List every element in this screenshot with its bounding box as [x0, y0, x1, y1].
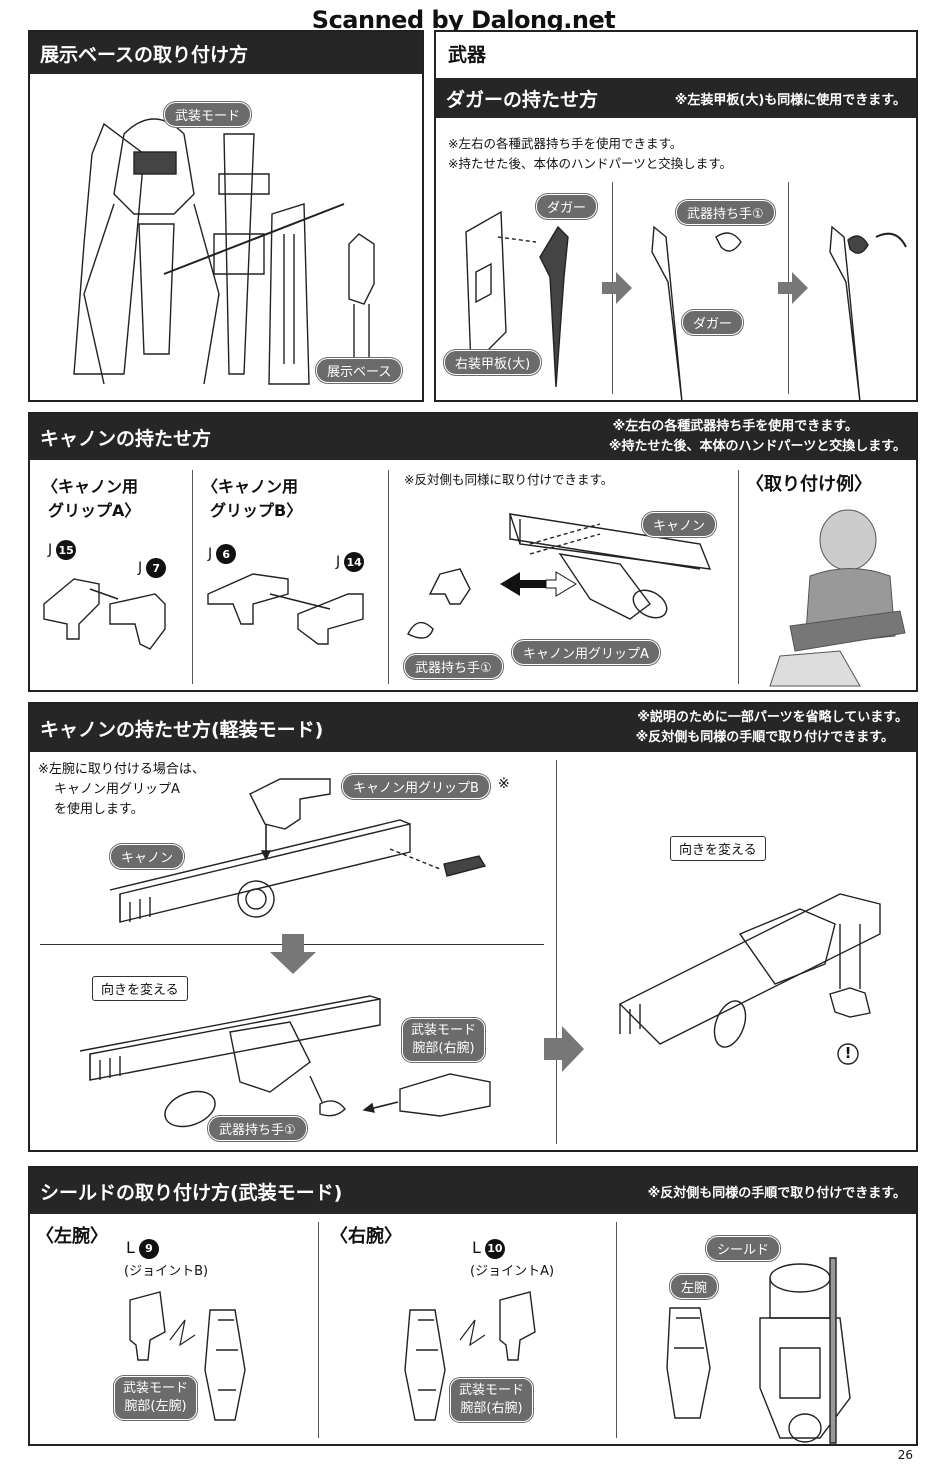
- cannon-section: キャノンの持たせ方 ※左右の各種武器持ち手を使用できます。 ※持たせた後、本体の…: [28, 412, 918, 692]
- joint-a-label: (ジョイントA): [470, 1264, 555, 1279]
- cannon-opposite-note: ※反対側も同様に取り付けできます。: [404, 472, 614, 487]
- exclaim-mark: !: [844, 1044, 852, 1062]
- callout-turn-2: 向きを変える: [670, 836, 766, 861]
- shield-note: ※反対側も同様の手順で取り付けできます。: [647, 1185, 906, 1201]
- light-mode-step2-illustration: [79, 995, 491, 1128]
- label-display-base: 展示ベース: [316, 358, 403, 383]
- right-arrow: [544, 1026, 584, 1072]
- shield-right-illustration: [404, 1291, 536, 1421]
- dagger-illustration: [465, 210, 907, 403]
- cannon-note-2: ※持たせた後、本体のハンドパーツと交換します。: [608, 439, 906, 454]
- example-title: 〈取り付け例〉: [746, 474, 872, 495]
- label-armed-mode: 武装モード: [164, 102, 252, 127]
- shield-attached-illustration: [666, 1257, 851, 1444]
- label-weapon-hand-cannon: 武器持ち手①: [404, 654, 503, 679]
- grip-b-title-2: グリップB〉: [210, 501, 303, 520]
- display-base-title: 展示ベースの取り付け方: [40, 43, 249, 66]
- label-left-arm-parts: 武装モード腕部(左腕): [114, 1376, 198, 1420]
- grip-a-title-1: 〈キャノン用: [42, 477, 139, 496]
- light-mode-note-1: ※説明のために一部パーツを省略しています。: [637, 710, 908, 725]
- light-mode-step1-illustration: [109, 778, 487, 923]
- label-right-arm-parts: 武装モード腕部(右腕): [450, 1378, 534, 1422]
- label-weapon-hand: 武器持ち手①: [676, 200, 775, 225]
- label-dagger-2: ダガー: [682, 310, 744, 335]
- dagger-note: ※左装甲板(大)も同様に使用できます。: [674, 92, 906, 108]
- label-dagger: ダガー: [536, 194, 598, 219]
- light-mode-header: キャノンの持たせ方(軽装モード): [30, 704, 916, 752]
- light-mode-note-2: ※反対側も同様の手順で取り付けできます。: [635, 730, 894, 745]
- label-right-armor: 右装甲板(大): [444, 350, 542, 375]
- cannon-grip-illustration: [407, 513, 712, 639]
- light-mode-title: キャノンの持たせ方(軽装モード): [40, 718, 324, 741]
- cannon-title: キャノンの持たせ方: [40, 427, 212, 450]
- label-arm-right: 武装モード腕部(右腕): [402, 1018, 486, 1062]
- label-shield: シールド: [706, 1236, 781, 1261]
- left-note-3: を使用します。: [54, 802, 144, 817]
- grip-b-title-1: 〈キャノン用: [202, 477, 299, 496]
- shield-header: シールドの取り付け方(武装モード) ※反対側も同様の手順で取り付けできます。: [30, 1168, 916, 1214]
- label-weapon-hand-light: 武器持ち手①: [208, 1116, 307, 1141]
- display-base-header: 展示ベースの取り付け方: [30, 32, 422, 74]
- down-arrow: [270, 934, 316, 974]
- right-arm-title: 〈右腕〉: [330, 1226, 402, 1247]
- shield-section: シールドの取り付け方(武装モード) ※反対側も同様の手順で取り付けできます。 〈…: [28, 1166, 918, 1446]
- weapon-section: 武器 ダガーの持たせ方 ※左装甲板(大)も同様に使用できます。 ※左右の各種武器…: [434, 30, 918, 403]
- label-left-arm: 左腕: [670, 1274, 719, 1299]
- grip-parts-illustration: [43, 573, 364, 650]
- label-grip-a: キャノン用グリップA: [512, 640, 660, 665]
- weapon-note-1: ※左右の各種武器持ち手を使用できます。: [448, 136, 683, 151]
- display-base-illustration: [73, 118, 375, 385]
- weapon-title: 武器: [448, 44, 487, 66]
- watermark: Scanned by Dalong.net: [311, 6, 616, 34]
- left-note-1: ※左腕に取り付ける場合は、: [38, 762, 205, 777]
- grip-a-title-2: グリップA〉: [48, 501, 141, 520]
- joint-b-label: (ジョイントB): [124, 1264, 209, 1279]
- light-mode-step3-illustration: [618, 893, 881, 1065]
- dagger-title: ダガーの持たせ方: [446, 88, 599, 111]
- display-base-section: 展示ベースの取り付け方 武装モード 展示ベース: [28, 30, 424, 402]
- cannon-header: キャノンの持たせ方: [30, 414, 916, 460]
- example-figure: [769, 509, 906, 687]
- left-arm-title: 〈左腕〉: [36, 1226, 108, 1247]
- weapon-note-2: ※持たせた後、本体のハンドパーツと交換します。: [448, 156, 732, 171]
- label-grip-b: キャノン用グリップB: [342, 774, 490, 799]
- dagger-header: ダガーの持たせ方 ※左装甲板(大)も同様に使用できます。: [436, 78, 916, 118]
- shield-title: シールドの取り付け方(武装モード): [40, 1181, 343, 1204]
- left-note-2: キャノン用グリップA: [54, 782, 180, 797]
- cannon-note-1: ※左右の各種武器持ち手を使用できます。: [612, 419, 858, 434]
- shield-left-illustration: [129, 1291, 246, 1421]
- callout-turn: 向きを変える: [92, 976, 188, 1001]
- page-number: 26: [897, 1448, 913, 1462]
- label-cannon-light: キャノン: [110, 844, 185, 869]
- light-mode-section: キャノンの持たせ方(軽装モード) ※説明のために一部パーツを省略しています。 ※…: [28, 702, 918, 1152]
- label-cannon: キャノン: [642, 512, 717, 537]
- grip-b-mark: ※: [498, 776, 510, 792]
